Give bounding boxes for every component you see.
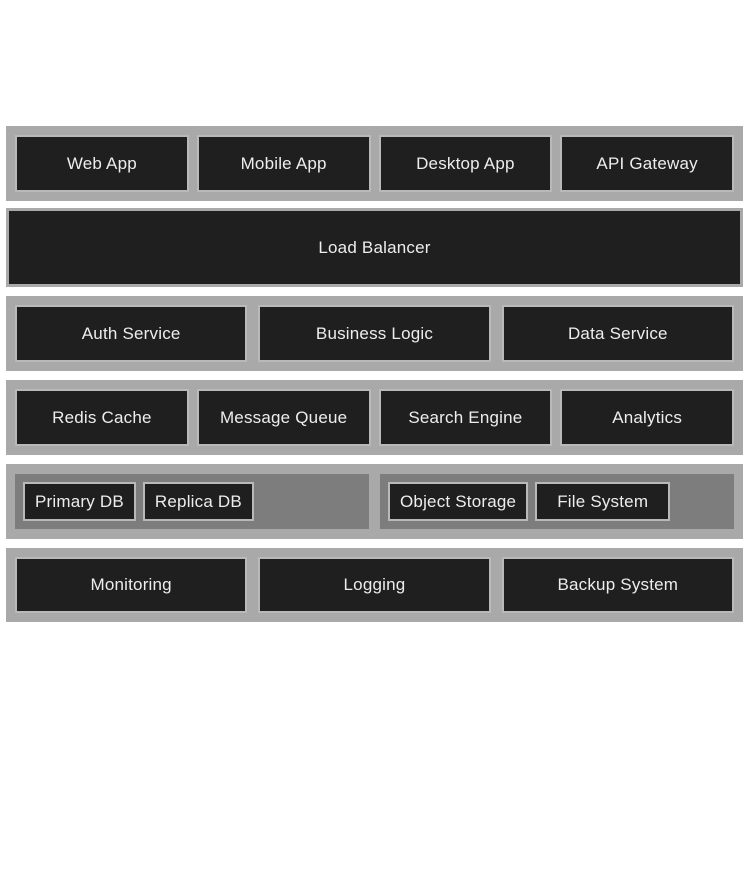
node-replica-db: Replica DB [142, 482, 254, 521]
node-label: Business Logic [315, 323, 434, 343]
node-logging: Logging [258, 557, 491, 613]
tier-operations: Monitoring Logging Backup System [6, 548, 743, 622]
node-label: Replica DB [154, 491, 242, 511]
node-monitoring: Monitoring [15, 557, 248, 613]
node-label: Object Storage [400, 491, 517, 511]
node-desktop-app: Desktop App [378, 135, 553, 192]
node-web-app: Web App [15, 135, 189, 192]
node-redis-cache: Redis Cache [15, 389, 189, 446]
node-label: API Gateway [596, 153, 698, 173]
node-label: Desktop App [416, 153, 515, 173]
node-label: Load Balancer [318, 237, 431, 257]
group-databases: Primary DB Replica DB [15, 474, 369, 529]
node-label: Primary DB [35, 491, 124, 511]
tier-load-balancer: Load Balancer [6, 208, 743, 287]
node-api-gateway: API Gateway [560, 135, 734, 192]
node-backup-system: Backup System [501, 557, 734, 613]
node-primary-db: Primary DB [23, 482, 136, 521]
architecture-diagram: Web App Mobile App Desktop App API Gatew… [6, 126, 743, 622]
node-label: Search Engine [408, 407, 523, 427]
node-label: Backup System [557, 575, 679, 594]
node-auth-service: Auth Service [15, 305, 248, 362]
node-message-queue: Message Queue [196, 389, 371, 446]
node-data-service: Data Service [501, 305, 734, 362]
node-label: Web App [66, 153, 137, 173]
node-analytics: Analytics [560, 389, 734, 446]
tier-services: Auth Service Business Logic Data Service [6, 296, 743, 371]
node-search-engine: Search Engine [378, 389, 553, 446]
tier-infrastructure: Redis Cache Message Queue Search Engine … [6, 380, 743, 455]
node-mobile-app: Mobile App [196, 135, 371, 192]
node-label: Mobile App [240, 153, 327, 173]
node-label: Logging [343, 575, 406, 594]
node-label: Monitoring [90, 575, 172, 594]
node-label: Message Queue [219, 407, 348, 427]
node-label: File System [557, 491, 649, 511]
node-label: Data Service [567, 323, 668, 343]
node-label: Redis Cache [52, 407, 152, 427]
node-load-balancer: Load Balancer [9, 211, 740, 284]
node-label: Analytics [612, 407, 683, 427]
group-file-storage: Object Storage File System [380, 474, 734, 529]
tier-storage: Primary DB Replica DB Object Storage Fil… [6, 464, 743, 539]
node-business-logic: Business Logic [258, 305, 491, 362]
tier-clients: Web App Mobile App Desktop App API Gatew… [6, 126, 743, 201]
node-label: Auth Service [81, 323, 181, 343]
node-file-system: File System [535, 482, 671, 521]
node-object-storage: Object Storage [388, 482, 529, 521]
